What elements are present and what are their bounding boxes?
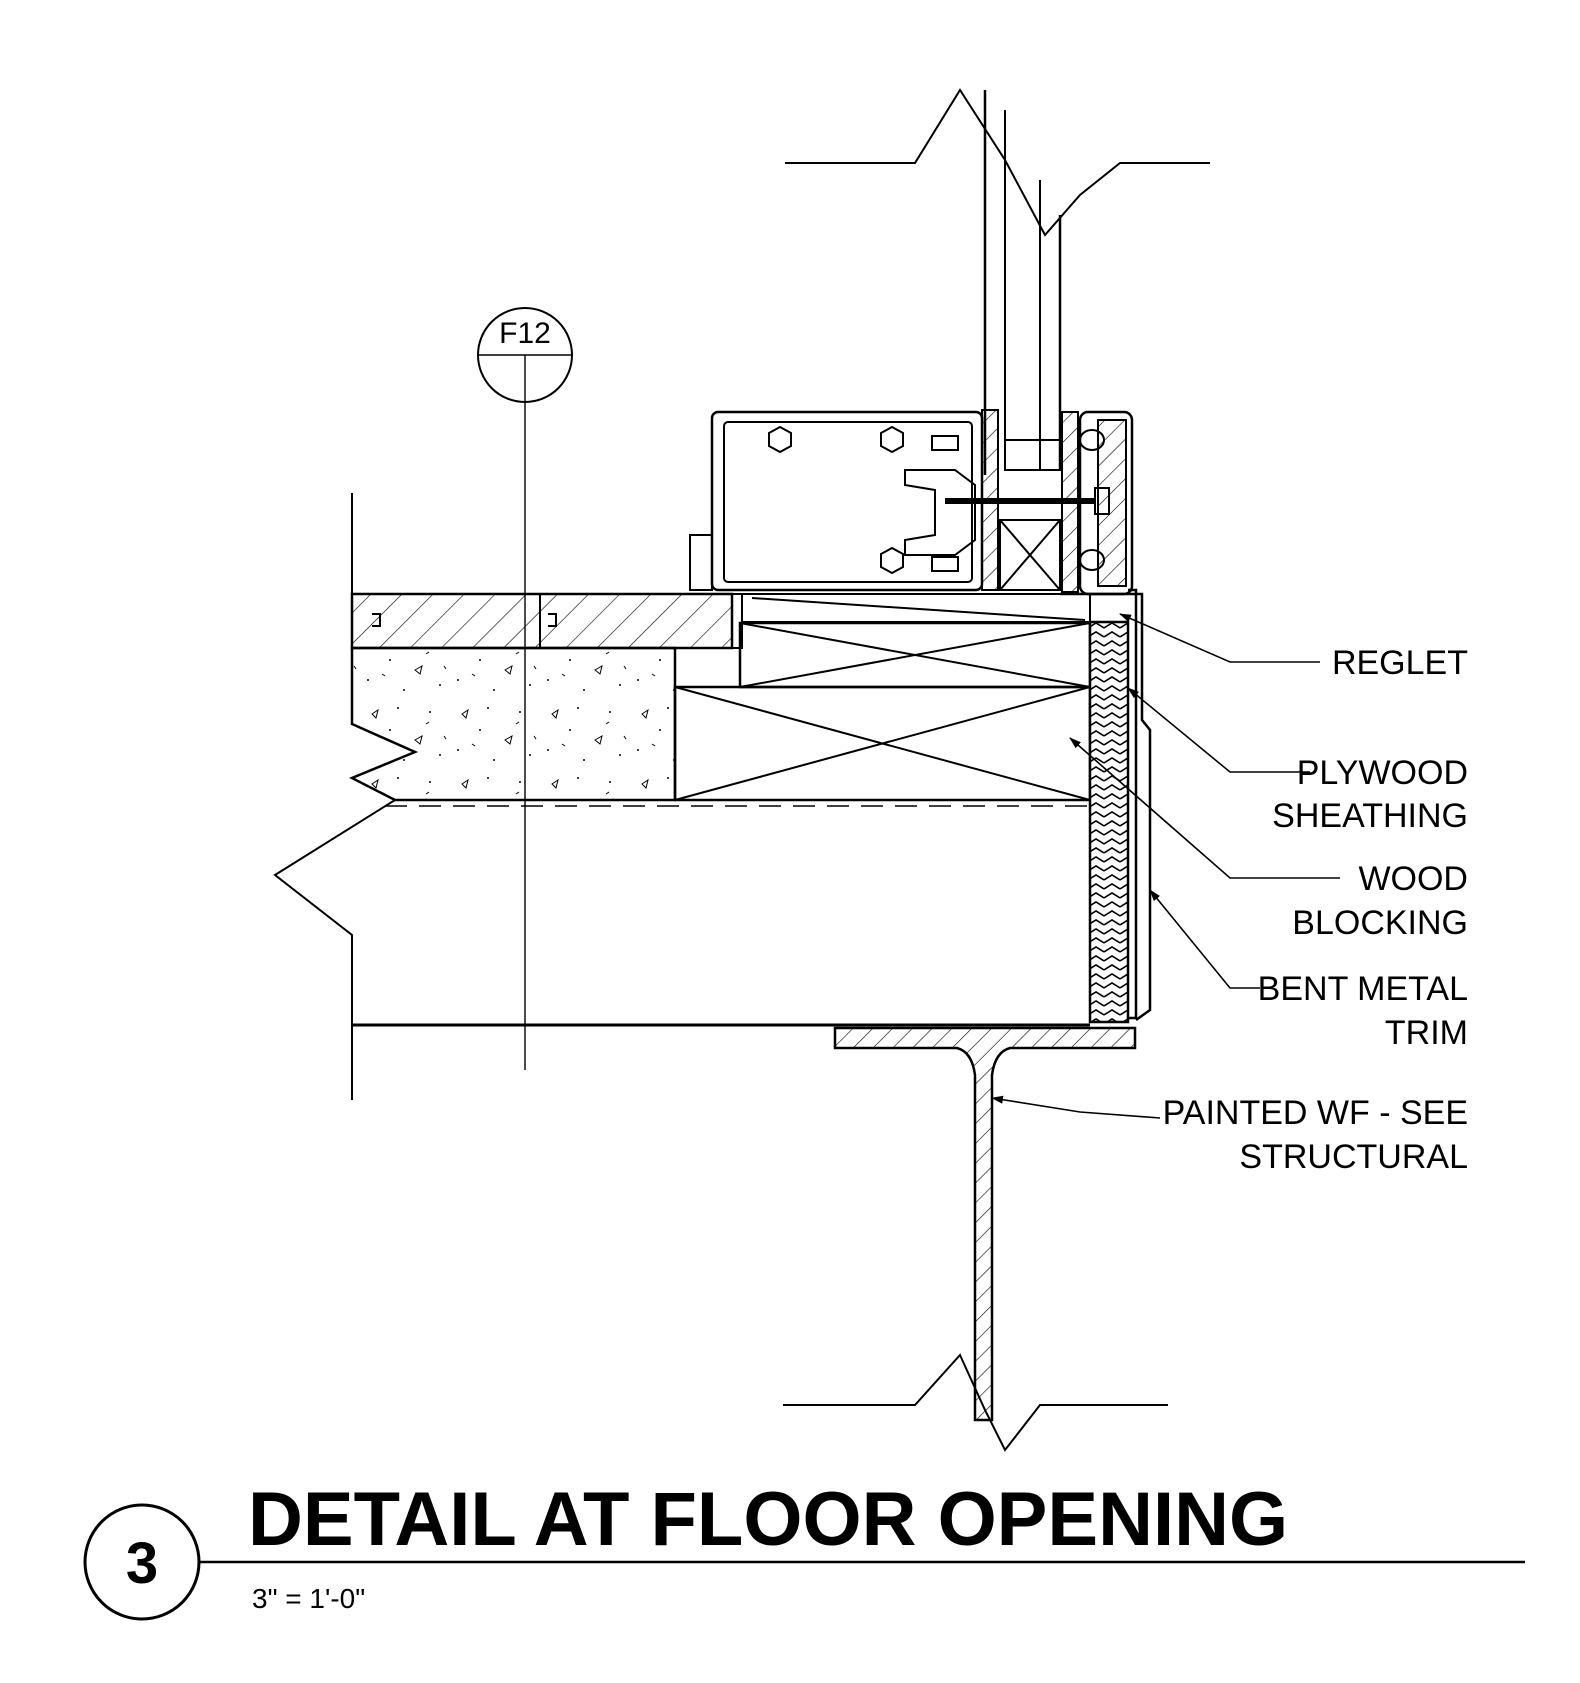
drawing-title: DETAIL AT FLOOR OPENING <box>248 1477 1288 1562</box>
drawing-scale: 3" = 1'-0" <box>252 1583 365 1614</box>
wide-flange-beam <box>833 1026 1137 1422</box>
callout-plywood: PLYWOOD SHEATHING <box>1272 754 1468 835</box>
wood-blocking <box>673 621 1092 802</box>
label-trim-line2: TRIM <box>1385 1014 1468 1052</box>
bent-metal-trim <box>1060 592 1152 1022</box>
leader-painted-wf <box>991 1095 1161 1119</box>
label-blocking-line2: BLOCKING <box>1292 904 1468 942</box>
upper-glazing-break <box>785 88 1210 475</box>
leader-wood-blocking <box>1069 737 1340 879</box>
concrete-slab <box>349 646 1090 807</box>
label-wf-line2: STRUCTURAL <box>1239 1138 1468 1176</box>
tapered-shim <box>741 593 1091 623</box>
label-reglet-line1: REGLET <box>1332 644 1468 682</box>
leader-bent-trim <box>1149 889 1260 989</box>
leader-reglet <box>1119 613 1320 663</box>
detail-number: 3 <box>126 1531 158 1596</box>
floor-edge-structure <box>273 493 1090 1100</box>
label-plywood-line2: SHEATHING <box>1272 797 1468 835</box>
grid-tag: F12 <box>499 317 551 350</box>
floor-plank-layer <box>350 592 743 650</box>
callout-bent-trim: BENT METAL TRIM <box>1258 970 1468 1052</box>
title-block <box>83 1503 1525 1621</box>
bent-metal-trim-strip <box>1128 588 1138 1020</box>
label-trim-line1: BENT METAL <box>1258 970 1468 1008</box>
plywood-sheathing <box>1088 620 1130 1024</box>
label-blocking-line1: WOOD <box>1358 860 1468 898</box>
window-sill-frame <box>689 409 1134 596</box>
label-plywood-line1: PLYWOOD <box>1297 754 1468 792</box>
grid-line-f12 <box>477 307 573 1070</box>
callout-painted-wf: PAINTED WF - SEE STRUCTURAL <box>1163 1094 1468 1176</box>
label-wf-line1: PAINTED WF - SEE <box>1163 1094 1468 1132</box>
leader-plywood <box>1127 687 1310 773</box>
callout-reglet: REGLET <box>1332 644 1468 682</box>
callout-wood-blocking: WOOD BLOCKING <box>1292 860 1468 942</box>
lower-beam-break <box>783 1353 1168 1452</box>
